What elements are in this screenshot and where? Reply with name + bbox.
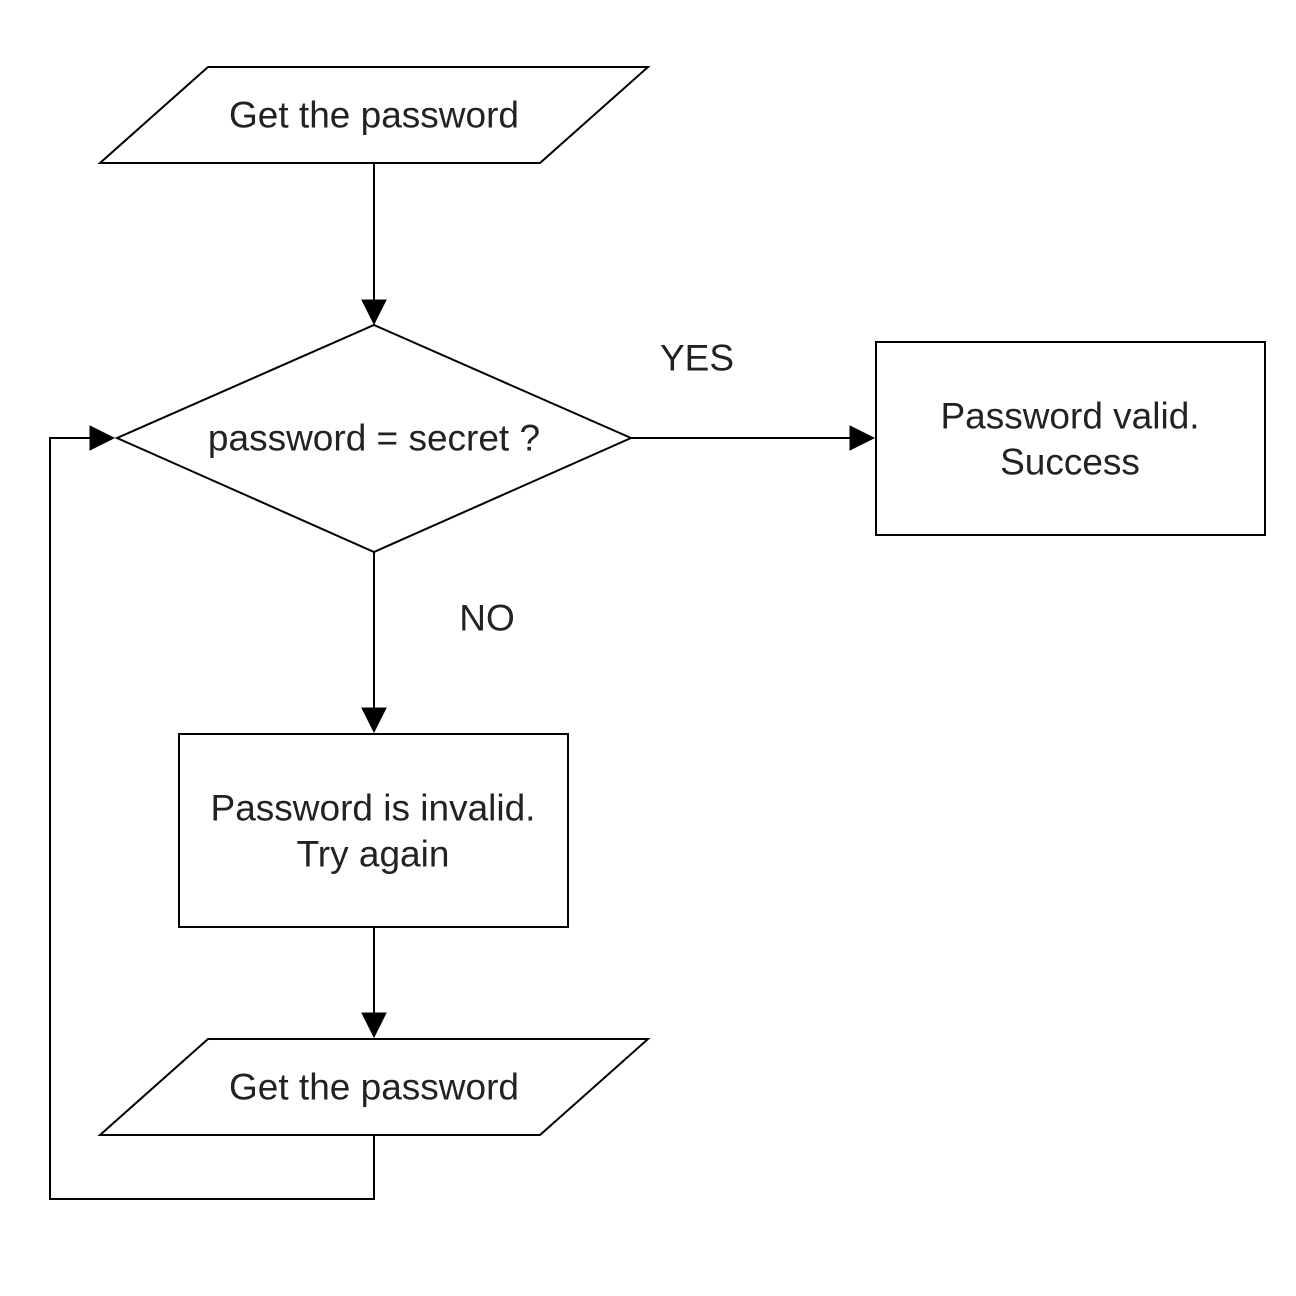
edge-input-to-decision bbox=[361, 163, 387, 326]
process-node-invalid: Password is invalid. Try again bbox=[178, 733, 569, 928]
arrowhead-right bbox=[89, 425, 116, 451]
edge-label-yes: YES bbox=[660, 338, 734, 379]
arrowhead-down bbox=[361, 707, 387, 734]
arrowhead-right bbox=[849, 425, 876, 451]
edge-decision-to-invalid bbox=[361, 552, 387, 734]
decision-node-label: password = secret ? bbox=[208, 418, 540, 459]
decision-node-password-check: password = secret ? bbox=[114, 323, 634, 554]
input-node-label: Get the password bbox=[229, 1067, 519, 1108]
arrowhead-down bbox=[361, 299, 387, 326]
process-node-success: Password valid. Success bbox=[875, 341, 1266, 536]
edge-invalid-to-input bbox=[361, 928, 387, 1039]
input-node-get-password-bottom: Get the password bbox=[97, 1038, 651, 1136]
input-node-label: Get the password bbox=[229, 95, 519, 136]
edge-decision-to-success bbox=[631, 425, 876, 451]
edge-loop-back-to-decision bbox=[49, 425, 375, 1200]
success-node-label-line2: Success bbox=[1000, 442, 1140, 483]
success-node-label-line1: Password valid. bbox=[940, 396, 1199, 437]
invalid-node-label-line2: Try again bbox=[297, 834, 450, 875]
edge-label-no: NO bbox=[459, 598, 515, 639]
invalid-node-label-line1: Password is invalid. bbox=[211, 788, 536, 829]
input-node-get-password-top: Get the password bbox=[97, 66, 651, 164]
arrowhead-down bbox=[361, 1012, 387, 1039]
